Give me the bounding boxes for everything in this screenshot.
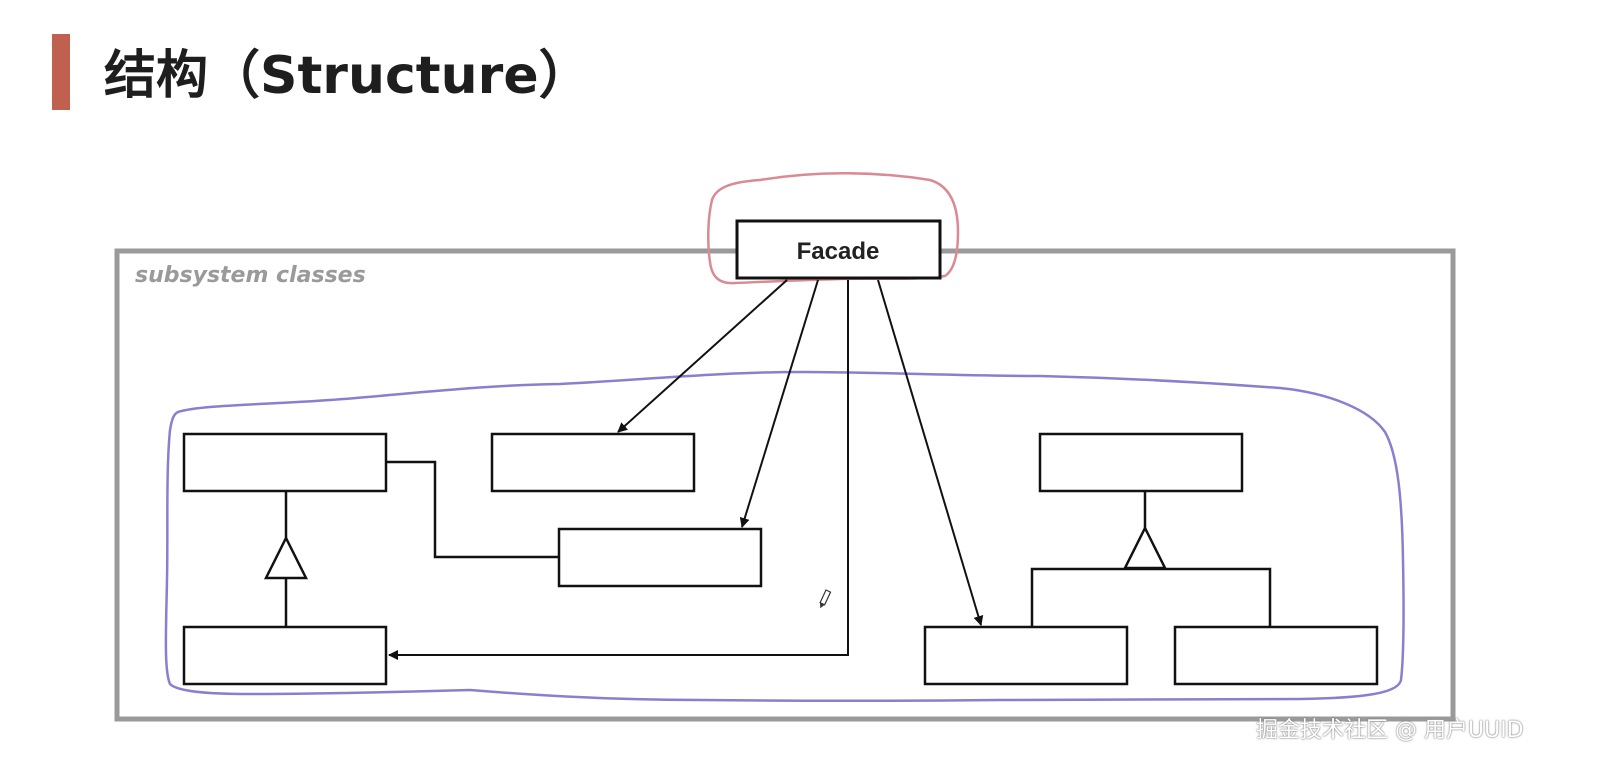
class-box-right-top (1038, 432, 1244, 493)
subsystem-label: subsystem classes (135, 263, 366, 288)
inheritance-triangle-right (1122, 525, 1168, 570)
watermark: 掘金技术社区 @ 用户UUID (1256, 718, 1524, 743)
slide-title: 结构（Structure） (104, 46, 591, 106)
class-box-right-bottom-right (1173, 625, 1379, 686)
class-box-center-top (490, 432, 696, 493)
pen-cursor-icon (819, 589, 832, 609)
class-box-left-top (182, 432, 388, 493)
class-box-center-middle (557, 527, 763, 588)
facade-arrow-to-center-middle (739, 279, 819, 528)
facade-label: Facade (797, 238, 880, 265)
title-accent-bar (52, 34, 70, 110)
inheritance-branch-right (1030, 567, 1272, 627)
class-box-right-bottom-left (923, 625, 1129, 686)
facade-arrow-to-center-top (617, 279, 788, 433)
facade-arrow-to-left-bottom (388, 280, 849, 660)
inheritance-triangle-left (263, 535, 309, 580)
association-line (386, 460, 559, 559)
subsystem-highlight-outline (164, 370, 1405, 702)
class-box-left-bottom (182, 625, 388, 686)
facade-arrow-to-right-bottom-left (877, 279, 984, 626)
facade-box (735, 219, 942, 280)
